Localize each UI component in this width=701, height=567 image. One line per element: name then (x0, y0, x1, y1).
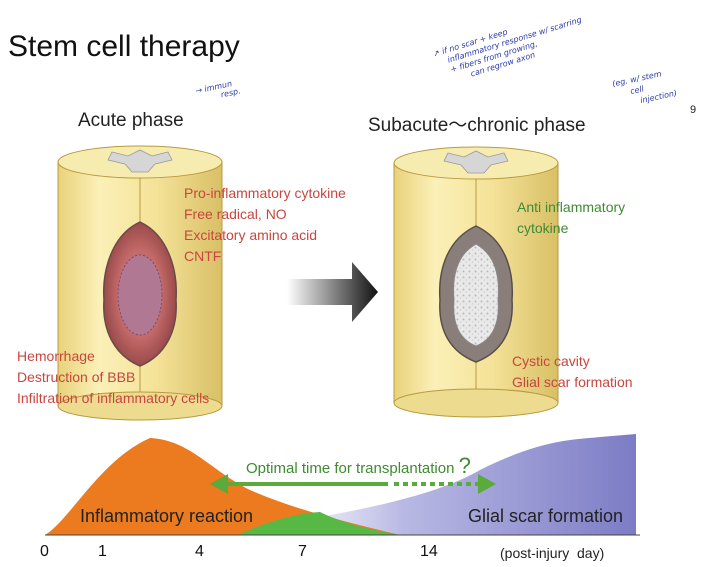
tick-label-0: 0 (40, 543, 49, 560)
acute-spinal-cord (57, 145, 223, 421)
slide-number: 9 (690, 104, 697, 116)
glial-scar-area (210, 434, 636, 535)
factor-cntf: CNTF (184, 248, 222, 264)
factor-pro-inflammatory: Pro-inflammatory cytokine (184, 185, 346, 201)
inflammatory-reaction-label: Inflammatory reaction (80, 506, 254, 526)
slide-title: Stem cell therapy (8, 30, 240, 63)
factor-cytokine: cytokine (517, 220, 569, 236)
injury-infiltration: Infiltration of inflammatory cells (17, 390, 210, 406)
chronic-phase-title: Subacute〜chronic phase (368, 115, 586, 136)
axis-unit-label: (post-injury day) (500, 545, 605, 561)
optimal-time-label: Optimal time for transplantation ? (246, 453, 471, 478)
cystic-cavity (453, 243, 499, 347)
change-cystic-cavity: Cystic cavity (512, 353, 590, 369)
acute-phase-title: Acute phase (78, 110, 184, 131)
phase-transition-arrow (287, 262, 378, 322)
acute-factor-list: Pro-inflammatory cytokine Free radical, … (184, 183, 346, 267)
acute-grey-matter (107, 149, 173, 173)
injury-hemorrhage: Hemorrhage (17, 348, 95, 364)
optimal-window-arrow (210, 474, 496, 494)
chronic-change-list: Cystic cavity Glial scar formation (512, 351, 633, 393)
chronic-factor-list: Anti inflammatory cytokine (517, 197, 625, 239)
tick-label-4: 4 (195, 543, 204, 560)
change-glial-scar: Glial scar formation (512, 374, 633, 390)
chronic-grey-matter (443, 150, 509, 174)
acute-injury-list: Hemorrhage Destruction of BBB Infiltrati… (17, 346, 209, 409)
factor-excitatory: Excitatory amino acid (184, 227, 318, 243)
glial-scar-formation-label: Glial scar formation (468, 506, 624, 526)
tick-label-14: 14 (420, 543, 438, 560)
factor-free-radical: Free radical, NO (184, 206, 287, 222)
factor-anti-inflammatory: Anti inflammatory (517, 199, 626, 215)
acute-lesion-core (117, 254, 163, 336)
injury-bbb: Destruction of BBB (17, 369, 136, 385)
tick-label-7: 7 (298, 543, 307, 560)
question-mark: ? (458, 453, 471, 478)
tick-label-1: 1 (98, 543, 107, 560)
overlap-area (238, 512, 400, 535)
chronic-spinal-cord (393, 146, 559, 418)
